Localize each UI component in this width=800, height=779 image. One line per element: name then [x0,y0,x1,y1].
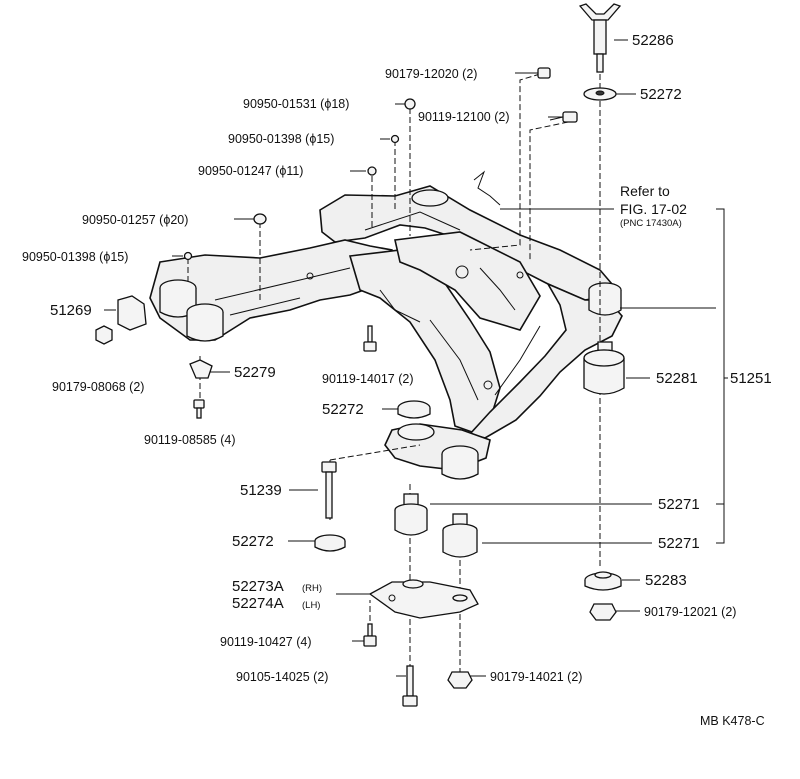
label-52281: 52281 [656,370,698,387]
label-90119-10427: 90119-10427 (4) [220,635,312,649]
diagram-code: MB K478-C [700,714,765,728]
label-52279: 52279 [234,364,276,381]
part-52272-top-washer [583,87,617,101]
part-hose-bracket [473,170,501,206]
label-52271-a: 52271 [658,496,700,513]
part-90119-14017-bolt [363,325,377,352]
part-labels: 52286 90179-12020 (2) 52272 90950-01531 … [22,32,772,728]
label-52286: 52286 [632,32,674,49]
part-90179-14021-nut [447,671,473,689]
part-52271-bushing-b [442,513,478,558]
label-52274A: 52274A [232,595,284,612]
label-90950-01257: 90950-01257 (ϕ20) [82,213,188,227]
suspension-member-frame [149,185,623,480]
label-52283: 52283 [645,572,687,589]
part-90950-01531-plug [404,98,416,110]
label-90950-01398-a: 90950-01398 (ϕ15) [228,132,334,146]
leader-lines [104,39,728,677]
part-90119-12100-bolt [549,111,578,123]
label-52272-low: 52272 [232,533,274,550]
part-90950-01398-plug-b [183,251,193,261]
label-90950-01398-b: 90950-01398 (ϕ15) [22,250,128,264]
part-52272-mid-washer [397,400,431,419]
part-52273A-52274A-bracket [368,579,479,619]
part-52286-bolt [578,3,622,73]
label-90119-08585: 90119-08585 (4) [144,433,236,447]
part-90179-08068-nut [95,325,113,345]
label-refer-pnc: (PNC 17430A) [620,218,682,229]
label-90179-12020: 90179-12020 (2) [385,67,477,81]
label-51239: 51239 [240,482,282,499]
label-90119-14017: 90119-14017 (2) [322,372,414,386]
label-52272-mid: 52272 [322,401,364,418]
part-51269-stopper [117,295,147,331]
part-90119-08585-bolt [193,399,205,419]
part-90179-12020-nut [537,67,551,79]
part-52283-stopper [584,571,622,591]
label-52273A: 52273A [232,578,284,595]
part-90950-01257-plug [253,213,267,225]
part-52279-bracket [189,359,213,379]
part-90950-01247-plug [367,166,377,176]
label-51251: 51251 [730,370,772,387]
label-90179-14021: 90179-14021 (2) [490,670,582,684]
label-90950-01247: 90950-01247 (ϕ11) [198,164,303,178]
part-52272-low-washer [314,534,346,552]
part-90105-14025-bolt [402,665,418,707]
part-90950-01398-plug-a [390,134,400,144]
label-52271-b: 52271 [658,535,700,552]
part-51239-bolt [321,461,337,519]
label-90179-08068: 90179-08068 (2) [52,380,144,394]
label-90105-14025: 90105-14025 (2) [236,670,328,684]
label-52272-top: 52272 [640,86,682,103]
label-90179-12021: 90179-12021 (2) [644,605,736,619]
label-52273A-rh: (RH) [302,583,322,594]
label-52274A-lh: (LH) [302,600,320,611]
label-90950-01531: 90950-01531 (ϕ18) [243,97,349,111]
label-90119-12100: 90119-12100 (2) [418,110,510,124]
part-52281-bushing [583,341,625,395]
part-52271-bushing-a [394,493,428,536]
part-90119-10427-bolt [363,623,377,647]
label-refer-fig: FIG. 17-02 [620,201,687,217]
part-90179-12021-nut [589,603,617,621]
label-51269: 51269 [50,302,92,319]
label-refer-to: Refer to [620,183,670,199]
